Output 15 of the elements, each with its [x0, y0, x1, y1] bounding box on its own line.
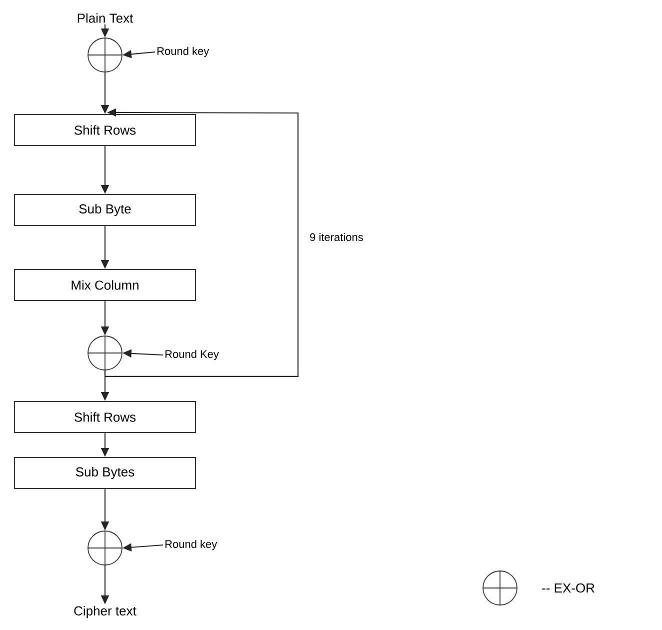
edge-label: 9 iterations	[308, 232, 364, 242]
process-box: Mix Column	[14, 268, 196, 302]
process-box: Shift Rows	[14, 114, 196, 146]
process-box: Shift Rows	[14, 400, 196, 434]
legend-text: -- EX-OR	[542, 583, 594, 593]
flow-label: Cipher text	[74, 606, 136, 618]
xor-symbol	[87, 37, 123, 73]
key-label: Round key	[157, 46, 210, 58]
flow-label: Plain Text	[78, 13, 134, 23]
process-box: Sub Byte	[14, 194, 196, 226]
process-box: Sub Bytes	[14, 456, 196, 490]
key-label: Round Key	[165, 350, 219, 360]
key-label: Round key	[165, 540, 218, 550]
xor-symbol	[87, 530, 123, 566]
xor-symbol	[87, 335, 123, 371]
